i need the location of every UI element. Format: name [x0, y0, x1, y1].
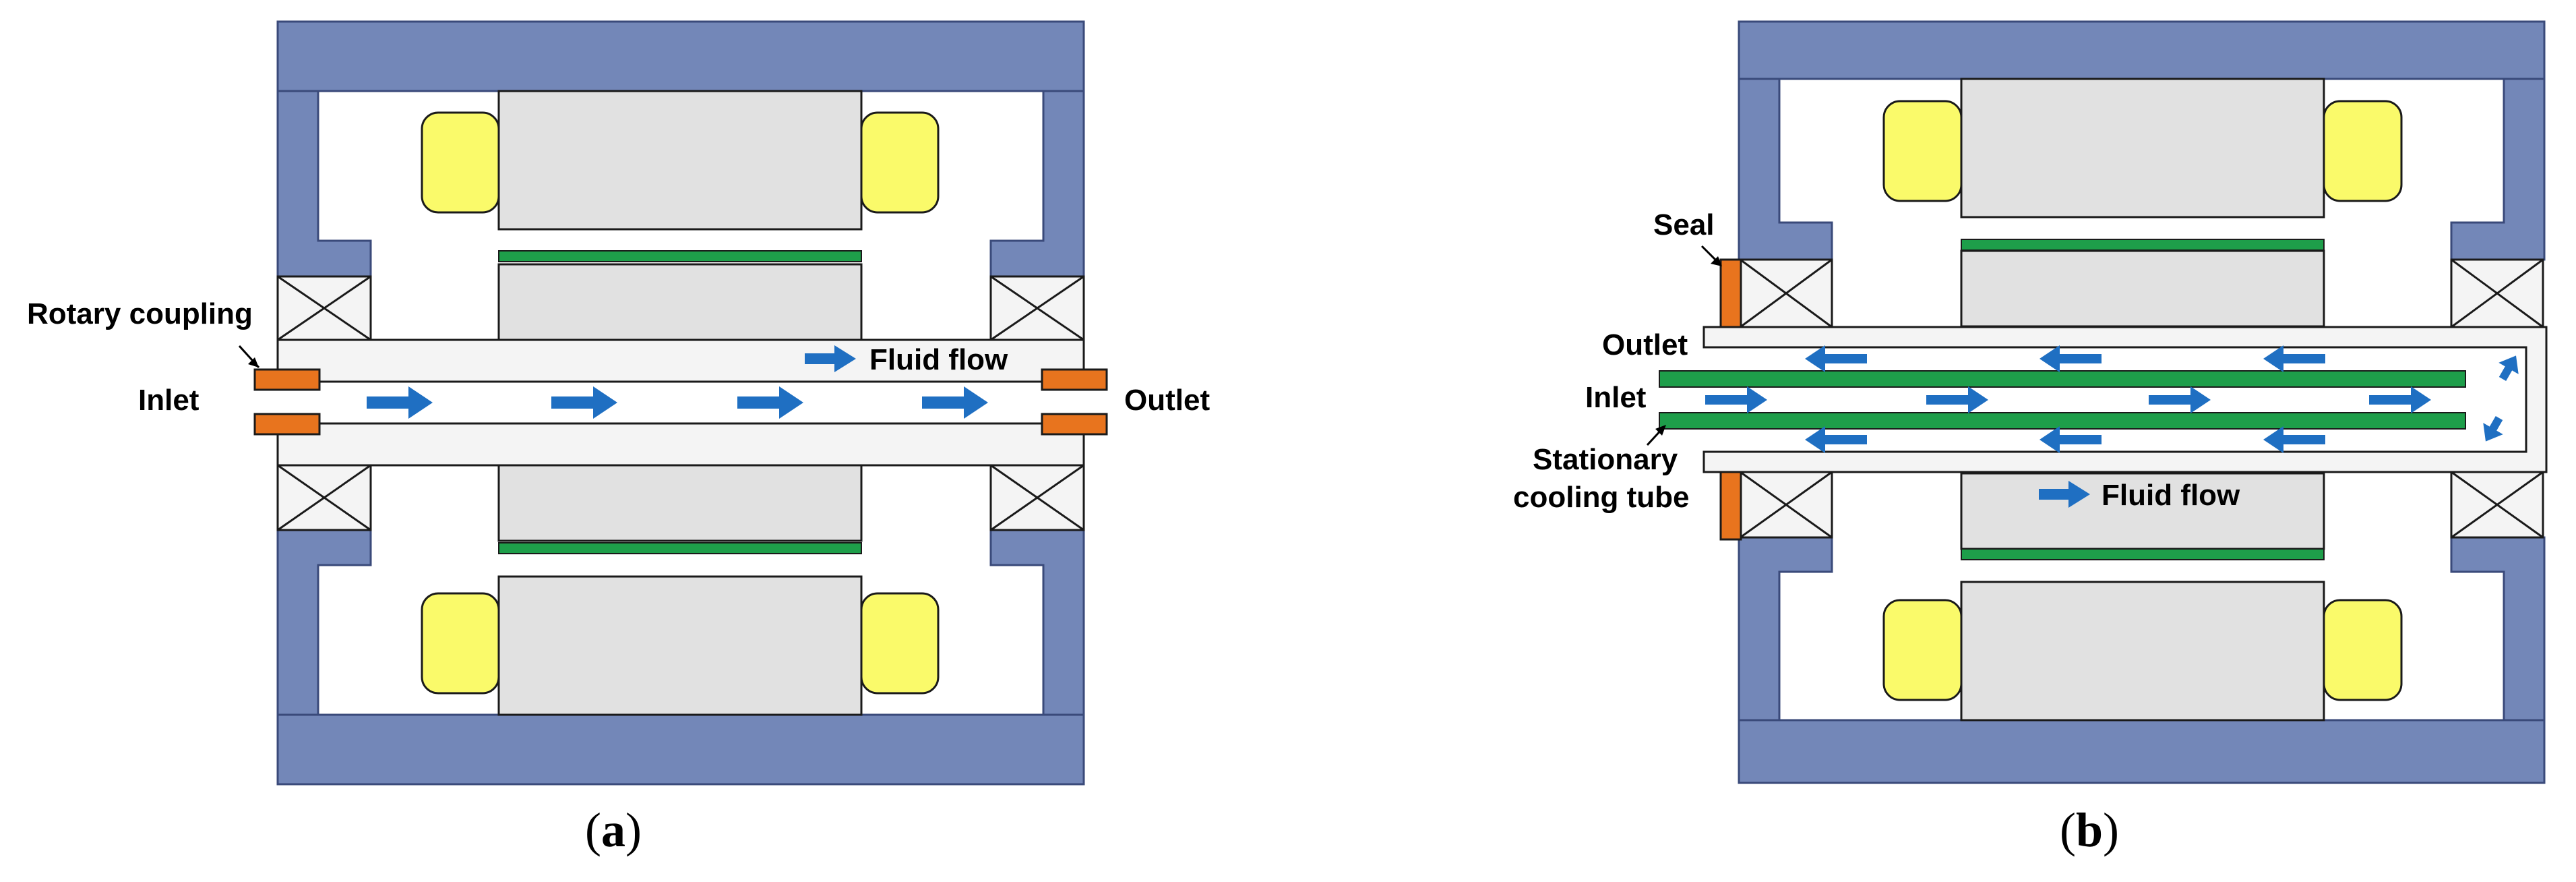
left-arrow-icon	[2263, 345, 2325, 372]
stator-core-bottom-a	[497, 575, 863, 716]
fluid-flow-label-b: Fluid flow	[2102, 479, 2240, 512]
panel-a: Fluid flow Rotary coupling Inlet Outlet …	[27, 20, 1210, 857]
seal-label: Seal	[1653, 208, 1715, 241]
bearing-icon	[276, 464, 372, 531]
bearing-icon	[989, 275, 1085, 341]
rotary-coupling-top-left	[253, 368, 321, 391]
right-arrow-icon	[2369, 386, 2431, 413]
stationary-cooling-tube-bottom	[1659, 412, 2466, 430]
bearing-icon	[276, 275, 372, 341]
magnet-bottom-a	[498, 542, 862, 554]
housing-right-upper-a	[989, 90, 1085, 278]
coil-bottom-left-a	[421, 592, 500, 695]
housing-a	[276, 20, 1085, 786]
housing-bottom-b	[1738, 719, 2546, 784]
magnet-top-a	[498, 250, 862, 262]
magnet-top-b	[1961, 239, 2325, 251]
coil-bottom-right-b	[2323, 599, 2403, 701]
inlet-label-a: Inlet	[138, 384, 200, 417]
housing-right-upper-b	[2450, 78, 2546, 261]
stationary-label-line2: cooling tube	[1513, 481, 1690, 514]
right-arrow-icon	[551, 386, 617, 419]
coil-top-left-a	[421, 111, 500, 214]
stator-core-top-a	[497, 90, 863, 231]
seal-top	[1719, 258, 1742, 328]
right-arrow-icon	[367, 386, 433, 419]
right-arrow-icon	[737, 386, 803, 419]
bearing-icon	[989, 464, 1085, 531]
bearing-icon	[2450, 258, 2544, 328]
rotary-coupling-top-right	[1041, 368, 1108, 391]
hollow-shaft-b	[1703, 326, 2548, 473]
left-arrow-icon	[2263, 426, 2325, 453]
stationary-cooling-tube-top	[1659, 370, 2466, 388]
coil-top-right-a	[860, 111, 940, 214]
housing-top-b	[1738, 20, 2546, 80]
caption-b: (b)	[2060, 803, 2119, 857]
coil-top-left-b	[1882, 100, 1963, 202]
bearing-icon	[2450, 471, 2544, 539]
housing-left-lower-b	[1738, 536, 1833, 722]
rotary-coupling-leader-tip	[248, 357, 259, 368]
caption-a: (a)	[585, 803, 642, 857]
left-arrow-icon	[2040, 345, 2102, 372]
outlet-label-b: Outlet	[1602, 328, 1688, 361]
right-arrow-icon	[1926, 386, 1988, 413]
stationary-tube-leader-tip	[1655, 425, 1666, 436]
housing-right-lower-a	[989, 529, 1085, 716]
rotor-lower-b	[1960, 472, 2325, 550]
bearing-icon	[1739, 258, 1833, 328]
right-arrow-icon	[922, 386, 988, 419]
fluid-flow-label-a: Fluid flow	[869, 343, 1008, 376]
outlet-label-a: Outlet	[1124, 384, 1210, 417]
right-arrow-icon	[2149, 386, 2211, 413]
stator-core-top-b	[1960, 78, 2325, 218]
panel-b: Fluid flow Seal Outlet Inlet Stationary …	[1513, 20, 2548, 857]
rotary-coupling-label: Rotary coupling	[27, 297, 253, 330]
inlet-label-b: Inlet	[1585, 381, 1647, 414]
rotor-upper-a	[497, 263, 863, 341]
magnet-bottom-b	[1961, 548, 2325, 560]
bearing-icon	[1739, 471, 1833, 539]
coil-top-right-b	[2323, 100, 2403, 202]
rotary-coupling-bottom-left	[253, 413, 321, 436]
housing-top-a	[276, 20, 1085, 92]
shaft-lower-wall-a	[276, 422, 1085, 467]
rotor-lower-a	[497, 464, 863, 542]
housing-left-upper-a	[276, 90, 372, 278]
housing-left-upper-b	[1738, 78, 1833, 261]
coil-bottom-left-b	[1882, 599, 1963, 701]
stationary-label-line1: Stationary	[1533, 443, 1678, 476]
fluid-flow-legend-arrow-icon	[805, 345, 856, 372]
housing-bottom-a	[276, 713, 1085, 786]
stator-core-bottom-b	[1960, 581, 2325, 722]
right-arrow-icon	[1705, 386, 1767, 413]
left-arrow-icon	[1805, 345, 1867, 372]
up-right-arrow-icon	[2498, 355, 2519, 381]
left-arrow-icon	[2040, 426, 2102, 453]
seal-leader-tip	[1711, 256, 1722, 266]
rotor-upper-b	[1960, 249, 2325, 328]
down-left-arrow-icon	[2483, 416, 2503, 442]
seal-bottom	[1719, 471, 1742, 541]
fluid-flow-legend-arrow-icon	[2039, 481, 2090, 508]
left-arrow-icon	[1805, 426, 1867, 453]
housing-left-lower-a	[276, 529, 372, 716]
rotary-coupling-bottom-right	[1041, 413, 1108, 436]
coil-bottom-right-a	[860, 592, 940, 695]
housing-right-lower-b	[2450, 536, 2546, 722]
